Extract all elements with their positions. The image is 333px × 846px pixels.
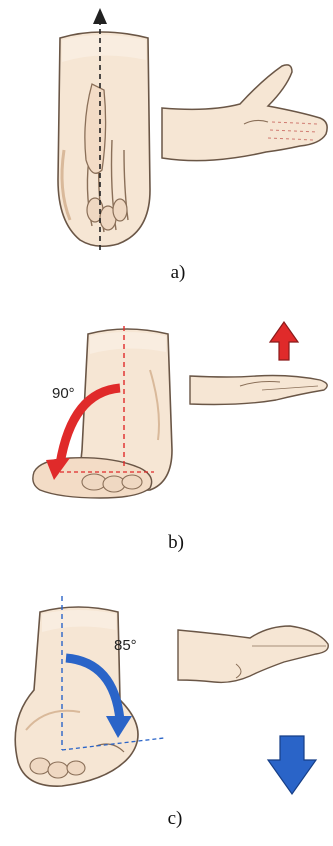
panel-b: 90° b) [0, 300, 333, 580]
hand-side-view [178, 626, 328, 682]
hand-front-view [58, 32, 150, 246]
hand-side-view-flat [190, 376, 327, 405]
angle-label-85: 85° [114, 637, 137, 654]
panel-c-illustration: 85° [0, 580, 333, 846]
up-arrow-icon [270, 322, 298, 360]
panel-a-illustration [0, 0, 333, 300]
angle-label-90: 90° [52, 385, 75, 402]
panel-c: 85° c) [0, 580, 333, 846]
axis-arrowhead [93, 8, 107, 24]
panel-a: a) [0, 0, 333, 300]
hand-side-view [162, 65, 327, 161]
panel-b-caption: b) [146, 532, 206, 554]
panel-a-caption: a) [148, 262, 208, 284]
panel-c-caption: c) [145, 808, 205, 830]
down-arrow-icon [268, 736, 316, 794]
